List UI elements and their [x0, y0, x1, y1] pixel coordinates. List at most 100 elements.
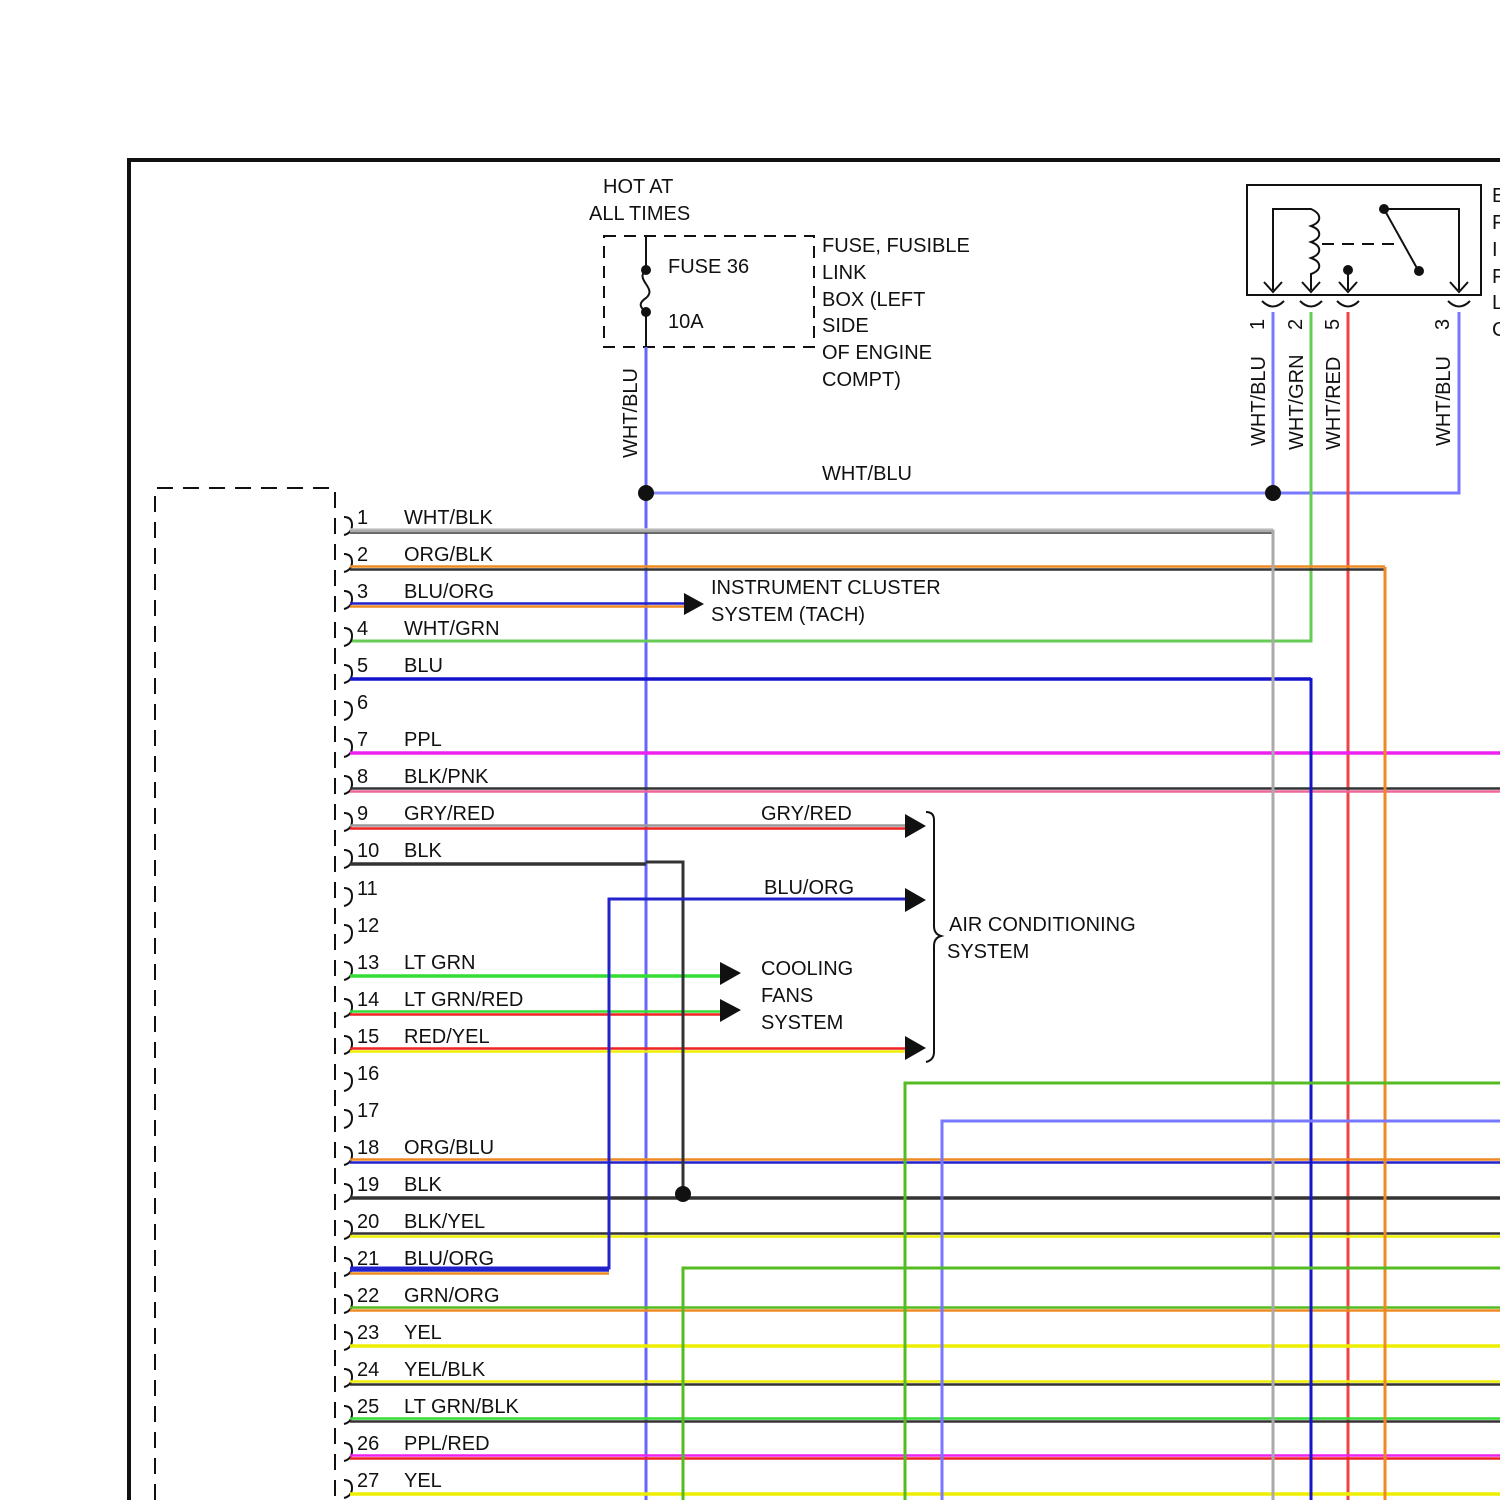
pin-number-12: 12 — [357, 915, 379, 937]
fuse-wire-label: WHT/BLU — [620, 368, 642, 458]
pin-wire-label-19: BLK — [404, 1174, 442, 1196]
arrow-lt-grn-red — [720, 999, 741, 1022]
pin-number-3: 3 — [357, 581, 368, 603]
pin-number-5: 5 — [357, 655, 368, 677]
pin-wire-label-20: BLK/YEL — [404, 1211, 485, 1233]
fuse-terminal-bottom — [641, 307, 651, 317]
ecm-connector-outline — [155, 488, 335, 1500]
relay-wire-label-5: WHT/RED — [1323, 357, 1345, 450]
pin-row-2: 2 ORG/BLK — [344, 544, 1385, 572]
relay-label-letter-6: C — [1492, 319, 1500, 341]
relay-label-letter-2: F — [1492, 212, 1500, 234]
relay-wire-label-1: WHT/BLU — [1248, 356, 1270, 446]
relay-pin-num-5: 5 — [1322, 319, 1344, 330]
pin-row-25: 25 LT GRN/BLK — [344, 1396, 1500, 1424]
pin-number-9: 9 — [357, 803, 368, 825]
pin-wire-label-2: ORG/BLK — [404, 544, 494, 566]
pin-row-3: 3 BLU/ORG — [344, 581, 684, 609]
fuse-box-label-6: COMPT) — [822, 369, 901, 391]
relay-label-letter-5: L — [1492, 292, 1500, 314]
wire-pin10-route — [646, 862, 683, 1194]
pin-row-26: 26 PPL/RED — [344, 1433, 1500, 1461]
pin-number-18: 18 — [357, 1137, 379, 1159]
pin-number-11: 11 — [357, 878, 378, 900]
pin-wire-label-25: LT GRN/BLK — [404, 1396, 520, 1418]
fuse-box-label-3: BOX (LEFT — [822, 289, 925, 311]
pin-number-26: 26 — [357, 1433, 379, 1455]
pin-wire-label-13: LT GRN — [404, 952, 476, 974]
pin-number-14: 14 — [357, 989, 379, 1011]
fuse-name: FUSE 36 — [668, 256, 749, 278]
pin-row-16: 16 — [344, 1063, 379, 1091]
pin-number-22: 22 — [357, 1285, 379, 1307]
wire-grn-branch — [905, 1083, 1500, 1500]
relay-pin5-terminal — [1343, 265, 1353, 275]
relay-pin-num-2: 2 — [1285, 319, 1307, 330]
relay-pin-num-3: 3 — [1432, 319, 1454, 330]
pin-number-2: 2 — [357, 544, 368, 566]
pin-number-25: 25 — [357, 1396, 379, 1418]
arrow-instrument-cluster — [684, 593, 704, 615]
pin-wire-label-27: YEL — [404, 1470, 442, 1492]
pin-row-17: 17 — [344, 1100, 379, 1128]
pin-row-22: 22GRN/ORG — [344, 1285, 1500, 1313]
pin-wire-label-9: GRY/RED — [404, 803, 495, 825]
bus-label: WHT/BLU — [822, 463, 912, 485]
pin-row-5: 5BLU — [344, 655, 1311, 683]
pin-row-6: 6 — [344, 692, 368, 720]
pin-wire-label-15: RED/YEL — [404, 1026, 490, 1048]
pin-terminal-17 — [344, 1110, 352, 1128]
relay-coil-wire — [1273, 209, 1319, 290]
pin-wire-label-4: WHT/GRN — [404, 618, 500, 640]
relay-label-letter-1: E — [1492, 185, 1500, 207]
cooling-fans-label-2: FANS — [761, 985, 813, 1007]
fuse-rating: 10A — [668, 311, 704, 333]
pin-wire-label-14: LT GRN/RED — [404, 989, 523, 1011]
pin-row-14: 14 LT GRN/RED — [344, 989, 720, 1017]
relay-contact-end — [1414, 266, 1424, 276]
pin-wire-label-7: PPL — [404, 729, 442, 751]
pin-number-19: 19 — [357, 1174, 379, 1196]
pin-number-1: 1 — [357, 507, 368, 529]
pin-number-13: 13 — [357, 952, 379, 974]
pin-number-27: 27 — [357, 1470, 379, 1492]
pin-row-7: 7PPL — [344, 729, 1500, 757]
pin-terminal-12 — [344, 925, 352, 943]
pin-number-23: 23 — [357, 1322, 379, 1344]
relay-wire-label-3: WHT/BLU — [1433, 356, 1455, 446]
pin-wire-label-23: YEL — [404, 1322, 442, 1344]
cooling-fans-label-3: SYSTEM — [761, 1012, 843, 1034]
pin-row-23: 23 YEL — [344, 1322, 1500, 1350]
pin-wire-label-1: WHT/BLK — [404, 507, 494, 529]
pin-row-19: 19 BLK — [344, 1174, 1500, 1202]
splice-blk — [675, 1186, 691, 1202]
cooling-fans-label-1: COOLING — [761, 958, 853, 980]
instrument-cluster-label-1: INSTRUMENT CLUSTER — [711, 577, 941, 599]
pin-row-13: 13 LT GRN — [344, 952, 720, 980]
fuse-box-label-4: SIDE — [822, 315, 869, 337]
pin-row-11: 11 — [344, 878, 378, 906]
pin-terminal-4 — [344, 628, 352, 646]
relay-label-letter-4: F — [1492, 266, 1500, 288]
fuse-box-label-1: FUSE, FUSIBLE — [822, 235, 970, 257]
fuse-terminal-top — [641, 265, 651, 275]
fuse-box-label-5: OF ENGINE — [822, 342, 932, 364]
pin-wire-label-3: BLU/ORG — [404, 581, 494, 603]
relay-label-letter-3: I — [1492, 239, 1498, 261]
pin-terminal-11 — [344, 888, 352, 906]
pin-wire-label-26: PPL/RED — [404, 1433, 490, 1455]
source-label-line2: ALL TIMES — [589, 203, 690, 225]
fuse-box-outline — [604, 236, 814, 347]
gry-red-destination-label: GRY/RED — [761, 803, 852, 825]
pin-wire-label-10: BLK — [404, 840, 442, 862]
instrument-cluster-label-2: SYSTEM (TACH) — [711, 604, 865, 626]
pin-number-6: 6 — [357, 692, 368, 714]
arrow-blu-org — [905, 888, 926, 912]
relay-wire-label-2: WHT/GRN — [1286, 354, 1308, 450]
